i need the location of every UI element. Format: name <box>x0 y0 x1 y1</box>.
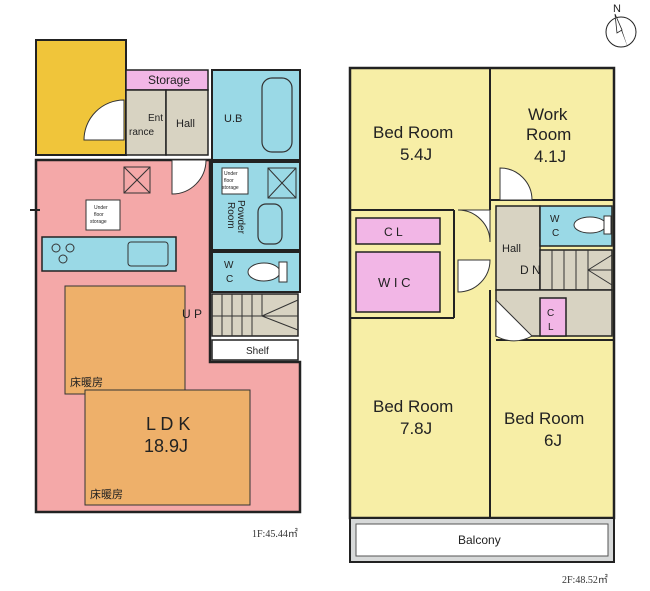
toilet-icon <box>247 262 281 282</box>
closet-2f-a <box>355 217 441 245</box>
ldk-size-label: 18.9J <box>144 436 188 456</box>
windows-2f <box>349 67 615 519</box>
hall-1f-label: Hall <box>176 118 195 130</box>
closet-2f-b-label-l: L <box>548 322 554 333</box>
balcony-label: Balcony <box>458 533 501 547</box>
stairs-2f-treads <box>551 250 613 290</box>
floor2-area-label: 2F:48.52㎡ <box>562 574 608 586</box>
wc-1f-label-c: C <box>226 274 233 285</box>
bedroom3-name-label: Bed Room <box>504 409 584 428</box>
bedroom2-door-swing <box>457 259 491 293</box>
floor-heating-b <box>84 389 251 506</box>
bedroom1-door-swing <box>457 209 491 243</box>
storage-1f-label: Storage <box>148 73 190 87</box>
under-floor-a-2: floor <box>224 178 234 184</box>
under-floor-storage-1f-a <box>221 167 249 195</box>
walk-in-closet-label: W I C <box>378 275 411 290</box>
powder-room-label-1: Powder <box>235 200 246 235</box>
work-room-size-label: 4.1J <box>534 147 566 166</box>
entrance-1f <box>125 89 167 156</box>
entrance-label-1: Ent <box>148 113 163 124</box>
under-floor-b-2: floor <box>94 212 104 218</box>
walk-in-closet <box>355 251 441 313</box>
floor2-plan <box>348 66 616 563</box>
kitchen-sink-icon <box>127 241 169 267</box>
washbasin-icon <box>257 203 283 245</box>
hall-1f <box>165 89 209 156</box>
toilet-2f-icon <box>573 216 607 234</box>
under-floor-b-1: Under <box>94 205 108 211</box>
work-room-name-label-2: Room <box>526 125 571 144</box>
stairs-treads <box>212 294 299 336</box>
wc-2f-label-w: W <box>550 214 560 225</box>
under-floor-b-3: storage <box>90 219 107 225</box>
hall-2f <box>495 205 541 291</box>
under-floor-a-1: Under <box>224 171 238 177</box>
dn-label: D N <box>520 263 541 277</box>
ldk-door-swing <box>171 159 207 195</box>
floor1-area-label: 1F:45.44㎡ <box>252 528 298 540</box>
bedroom3-size-label: 6J <box>544 431 562 450</box>
entrance-label-2: rance <box>129 127 154 138</box>
bedroom2-name-label: Bed Room <box>373 397 453 416</box>
shelf-label: Shelf <box>246 346 269 357</box>
entrance-door-swing <box>83 99 125 141</box>
work-room-door-swing <box>499 167 533 201</box>
hall-2f-label: Hall <box>502 243 521 255</box>
compass-north-label: N <box>613 3 621 15</box>
shelf-1f <box>211 339 299 361</box>
floor-heating-label-2: 床暖房 <box>90 487 123 501</box>
bathtub-icon <box>261 77 293 153</box>
fridge-space <box>123 166 151 194</box>
bedroom1-name-label: Bed Room <box>373 123 453 142</box>
powder-room-label-2: Room <box>225 202 236 229</box>
bedroom2-size-label: 7.8J <box>400 419 432 438</box>
stairs-1f <box>211 293 299 337</box>
floor-heating-a <box>64 285 186 395</box>
laundry-box <box>267 167 297 199</box>
ldk-name-label: L D K <box>146 414 190 434</box>
floor-heating-label-1: 床暖房 <box>70 375 103 389</box>
work-room-name-label-1: Work <box>528 105 568 124</box>
floor1-plan <box>30 39 302 514</box>
under-floor-storage-1f-b <box>85 199 121 231</box>
under-floor-a-3: storage <box>222 185 239 191</box>
up-label: U P <box>182 307 202 321</box>
ub-label: U.B <box>224 113 242 125</box>
closet-2f-b <box>539 297 567 337</box>
closet-2f-a-label: C L <box>384 225 403 239</box>
stove-icon <box>51 243 75 264</box>
wc-2f-label-c: C <box>552 228 559 239</box>
closet-2f-b-label-c: C <box>547 308 554 319</box>
wc-1f-label-w: W <box>224 260 234 271</box>
bedroom1-size-label: 5.4J <box>400 145 432 164</box>
bedroom3-door-swing <box>495 298 533 342</box>
north-compass: N <box>605 3 637 48</box>
windows-1f <box>30 209 301 513</box>
